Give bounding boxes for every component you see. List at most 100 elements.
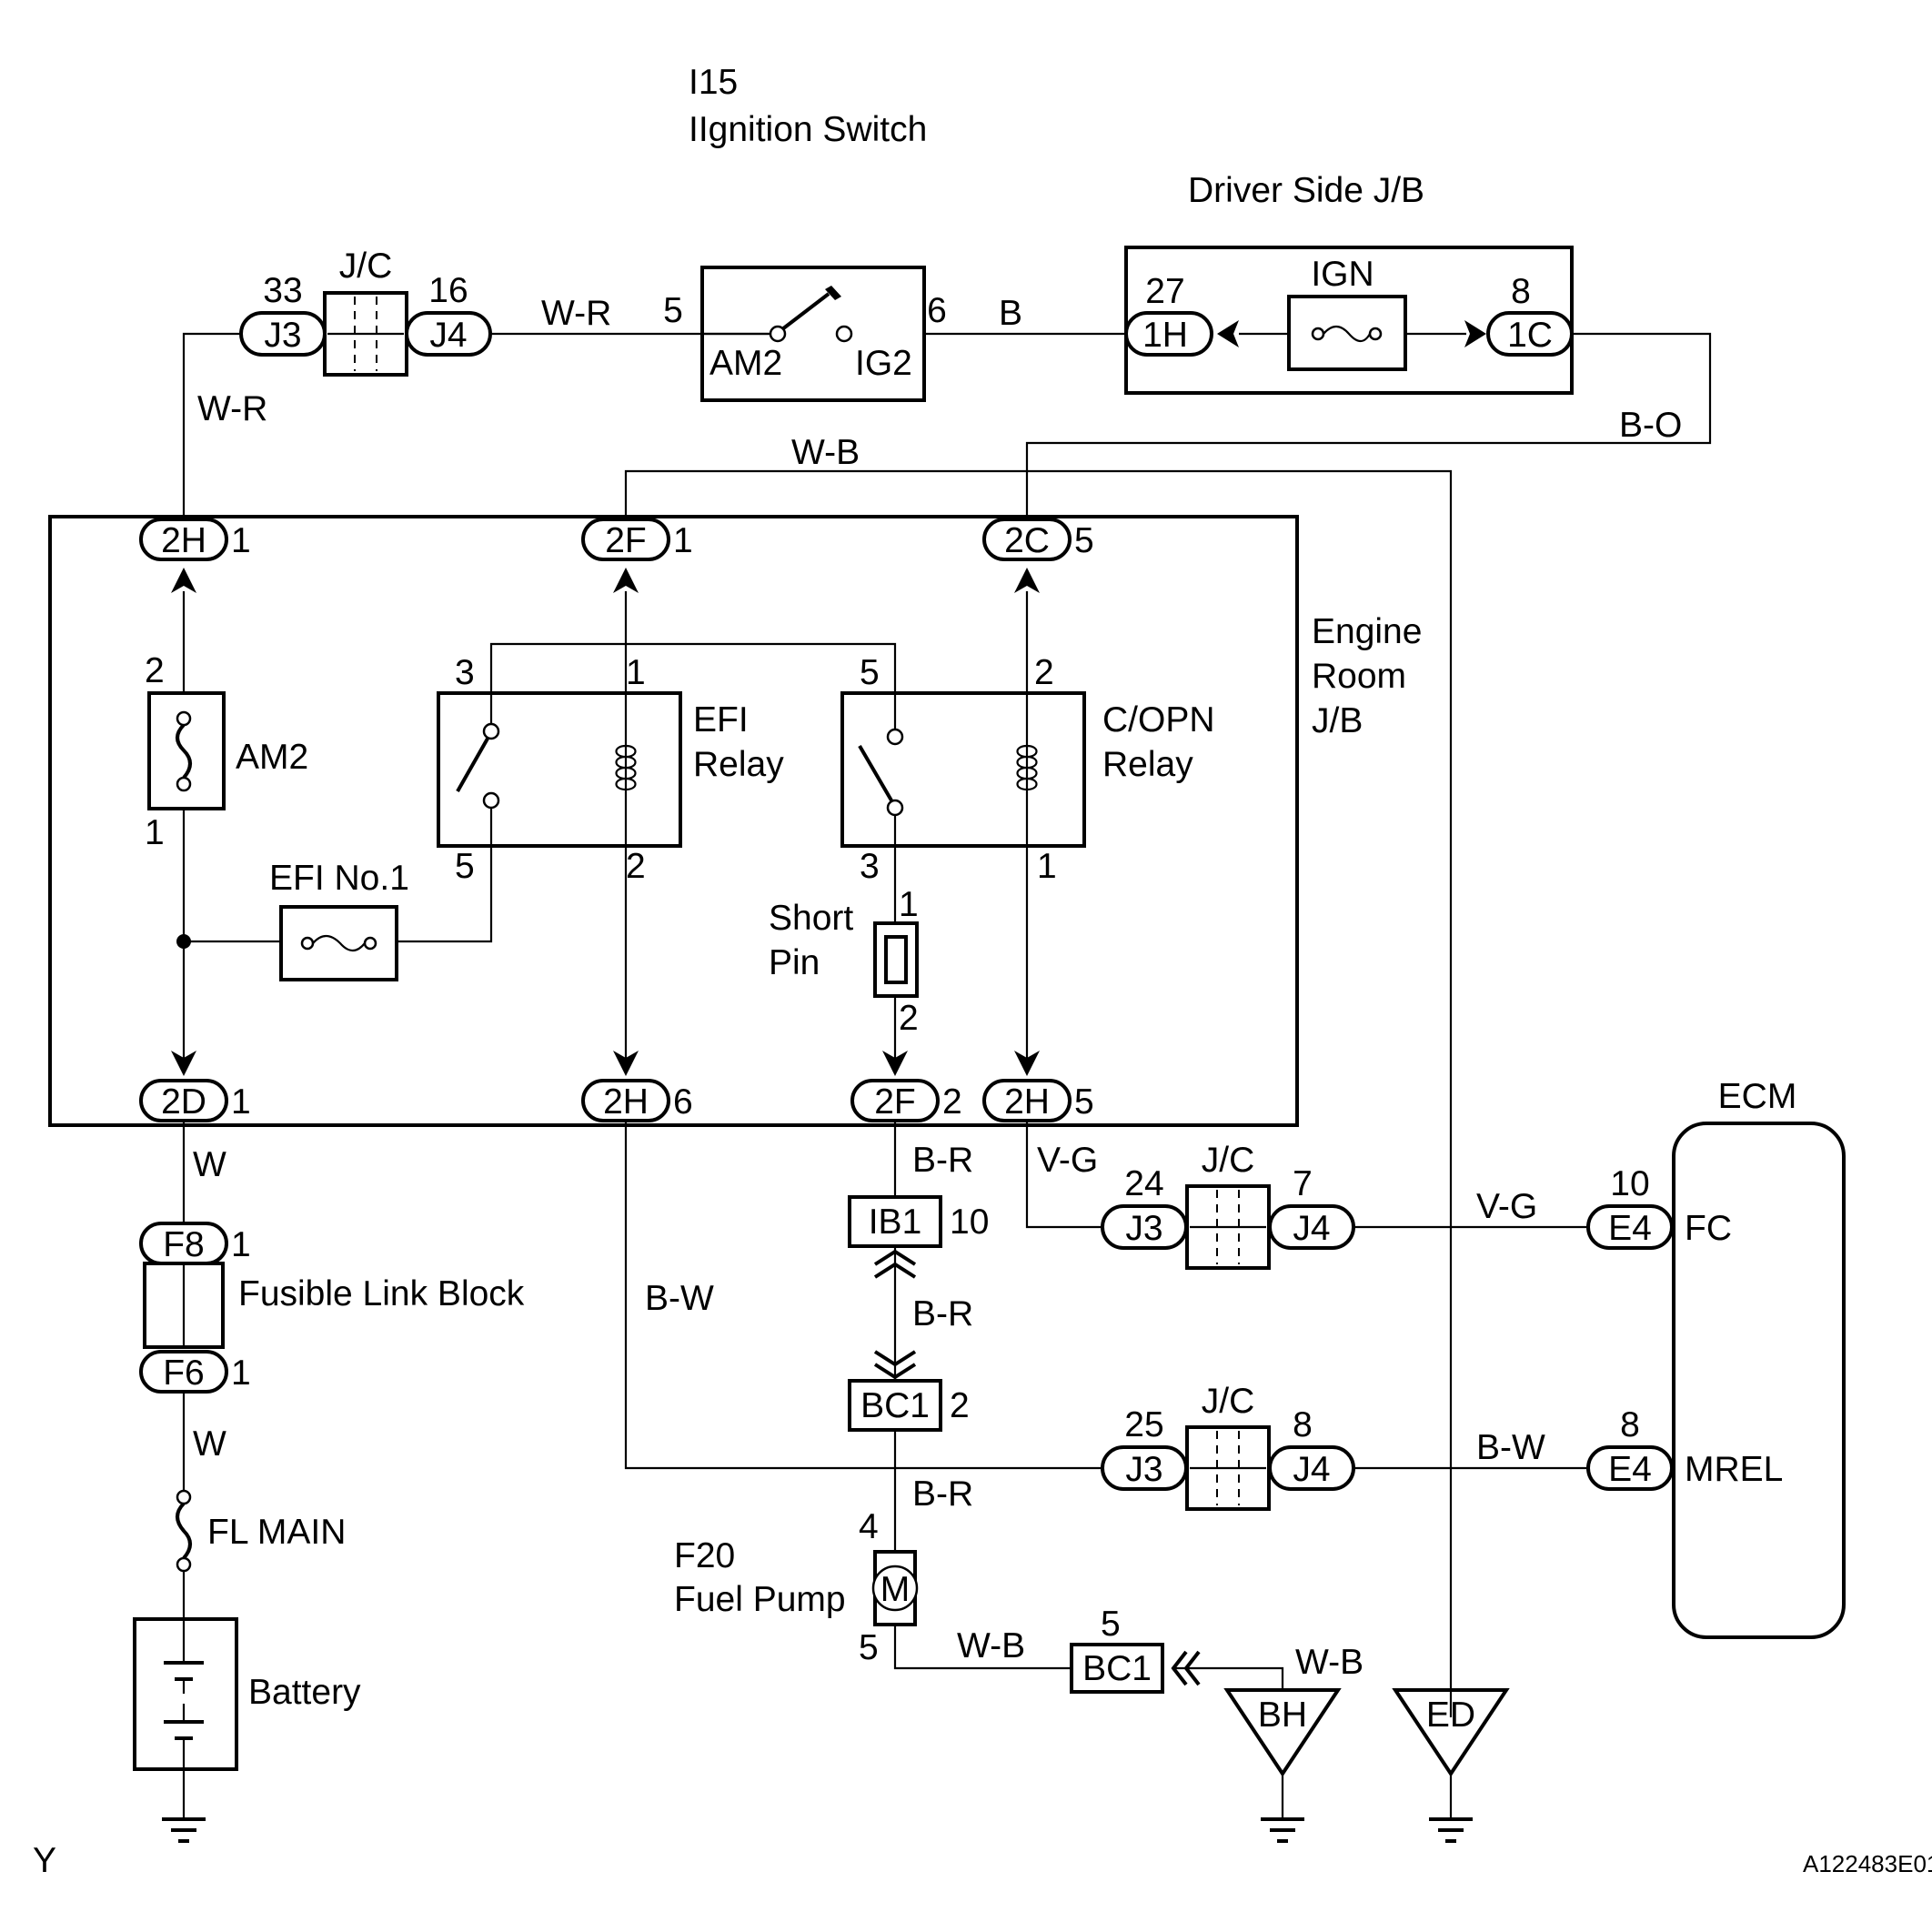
top-jc-label: J/C <box>339 247 393 286</box>
arrow-up-2h <box>171 568 196 593</box>
ground-bh-label: BH <box>1258 1696 1307 1735</box>
fl-main-label: FL MAIN <box>207 1513 346 1552</box>
jc-fc-left-pin: 24 <box>1124 1164 1163 1203</box>
ecm: ECM E4 10 FC E4 8 MREL <box>1586 1077 1846 1639</box>
jc-mrel-left-pin: 25 <box>1124 1405 1163 1444</box>
ecm-fc-label: FC <box>1685 1209 1732 1248</box>
jc-mrel-right-pill <box>1268 1445 1355 1491</box>
driver-jb-right-pill <box>1486 311 1574 357</box>
ecm-fc-pin: 10 <box>1610 1164 1649 1203</box>
wire-br-3: B-R <box>912 1474 973 1514</box>
efi-relay-pin-3: 3 <box>455 653 475 692</box>
wire-wr-top: W-R <box>541 294 611 333</box>
conn-top-2c-pin: 5 <box>1074 521 1094 560</box>
ignition-switch-code: I15 <box>689 63 738 102</box>
ib1-pin: 10 <box>950 1202 989 1242</box>
conn-bot-2h6-pill <box>581 1079 670 1122</box>
efi-relay-pin-5: 5 <box>455 847 475 886</box>
wire-wb-ground: W-B <box>1295 1643 1363 1682</box>
ignition-switch: 5 6 AM2 IG2 <box>663 266 947 402</box>
ecm-title: ECM <box>1718 1077 1797 1116</box>
ignition-switch-label-am2: AM2 <box>709 344 782 383</box>
top-jc-left-conn: J3 <box>264 316 301 355</box>
top-junction-connector: J/C J3 33 J4 16 <box>239 247 492 377</box>
wire-br-2: B-R <box>912 1294 973 1333</box>
wire-br-1: B-R <box>912 1141 973 1180</box>
fuel-pump: 4 F20 Fuel Pump M 5 <box>674 1507 919 1667</box>
wire-wb-pump: W-B <box>957 1626 1025 1665</box>
copn-relay-label-1: C/OPN <box>1102 700 1215 740</box>
wire-b-top: B <box>999 294 1022 333</box>
jc-mrel-right-conn: J4 <box>1293 1450 1330 1489</box>
battery-box <box>133 1617 238 1771</box>
copn-relay-label-2: Relay <box>1102 745 1193 784</box>
short-pin-inner <box>884 935 908 984</box>
am2-fuse-element <box>176 723 192 780</box>
copn-relay-pin-3: 3 <box>860 847 880 886</box>
fuel-pump-pin-bottom: 5 <box>859 1628 879 1667</box>
jc-mrel: J/C J3 25 J4 8 <box>1101 1382 1355 1511</box>
fusible-f6-pill <box>139 1350 228 1394</box>
efi-relay-contact <box>456 738 489 792</box>
short-pin-box <box>873 921 919 998</box>
conn-top-2c: 2C <box>1004 521 1050 560</box>
battery-label: Battery <box>248 1673 361 1712</box>
am2-pin-bottom: 1 <box>145 813 165 852</box>
conn-bot-2f2-pill <box>850 1079 940 1122</box>
conn-top-2h-pin: 1 <box>231 521 251 560</box>
conn-bot-2f2-pin: 2 <box>942 1082 962 1122</box>
jc-mrel-left-pill <box>1101 1445 1188 1491</box>
short-pin-pin-1: 1 <box>899 885 919 924</box>
jc-mrel-label: J/C <box>1202 1382 1255 1421</box>
jc-fc-right-pin: 7 <box>1293 1164 1313 1203</box>
fuel-pump-name: Fuel Pump <box>674 1580 846 1619</box>
bc1-lower-conn: BC1 <box>1082 1649 1152 1688</box>
bc1-upper-pin: 2 <box>950 1386 970 1425</box>
conn-bot-2h5-pill <box>982 1079 1072 1122</box>
conn-top-2h-pill <box>139 518 228 561</box>
fuel-pump-motor <box>871 1565 919 1612</box>
jc-mrel-left-conn: J3 <box>1125 1450 1162 1489</box>
efi-relay-pin-1: 1 <box>626 653 646 692</box>
copn-relay-coil <box>1016 744 1028 791</box>
driver-jb-conn-right: 1C <box>1507 316 1553 355</box>
fuel-pump-symbol: M <box>880 1570 911 1609</box>
wire-wb-top: W-B <box>791 433 860 472</box>
engine-jb-label-2: Room <box>1312 657 1406 696</box>
am2-fuse-label: AM2 <box>236 738 308 777</box>
wire-vg-left: V-G <box>1037 1141 1098 1180</box>
efi-no1-box <box>279 905 398 981</box>
figure-id: A122483E01 <box>1803 1850 1932 1877</box>
bc1-upper-box <box>848 1379 942 1432</box>
conn-top-2f: 2F <box>605 521 647 560</box>
fusible-conn-top: F8 <box>163 1225 205 1264</box>
ignition-switch-label-ig2: IG2 <box>855 344 912 383</box>
conn-top-2h: 2H <box>161 521 206 560</box>
ground-bh: BH <box>1223 1688 1342 1843</box>
conn-bot-2h5-pin: 5 <box>1074 1082 1094 1122</box>
efi-relay-label-2: Relay <box>693 745 784 784</box>
arrow-up-2f <box>613 568 639 593</box>
copn-relay-pin-1: 1 <box>1037 847 1057 886</box>
top-jc-right-pill <box>405 311 492 357</box>
arrow-right-1c <box>1464 320 1486 347</box>
driver-jb-title: Driver Side J/B <box>1188 171 1424 210</box>
short-pin-label-1: Short <box>769 899 853 938</box>
arrow-down-2h6 <box>613 1051 639 1076</box>
efi-no1-label: EFI No.1 <box>269 859 409 898</box>
driver-side-jb: 1H 27 IGN 1C 8 <box>1124 246 1574 395</box>
bc1-lower-pin: 5 <box>1101 1605 1121 1644</box>
top-jc-left-pill <box>239 311 327 357</box>
bc1-lower-connector: 5 BC1 <box>1070 1605 1201 1694</box>
copn-relay-pin-5: 5 <box>860 653 880 692</box>
efi-relay-box <box>437 691 682 848</box>
am2-pin-top: 2 <box>145 651 165 690</box>
wire-bo: B-O <box>1619 406 1682 445</box>
engine-jb-label-3: J/B <box>1312 701 1363 740</box>
jc-mrel-right-pin: 8 <box>1293 1405 1313 1444</box>
fuel-pump-pin-top: 4 <box>859 1507 879 1546</box>
short-pin-label-2: Pin <box>769 943 820 982</box>
ground-battery <box>162 1817 206 1843</box>
jc-fc-right-conn: J4 <box>1293 1209 1330 1248</box>
